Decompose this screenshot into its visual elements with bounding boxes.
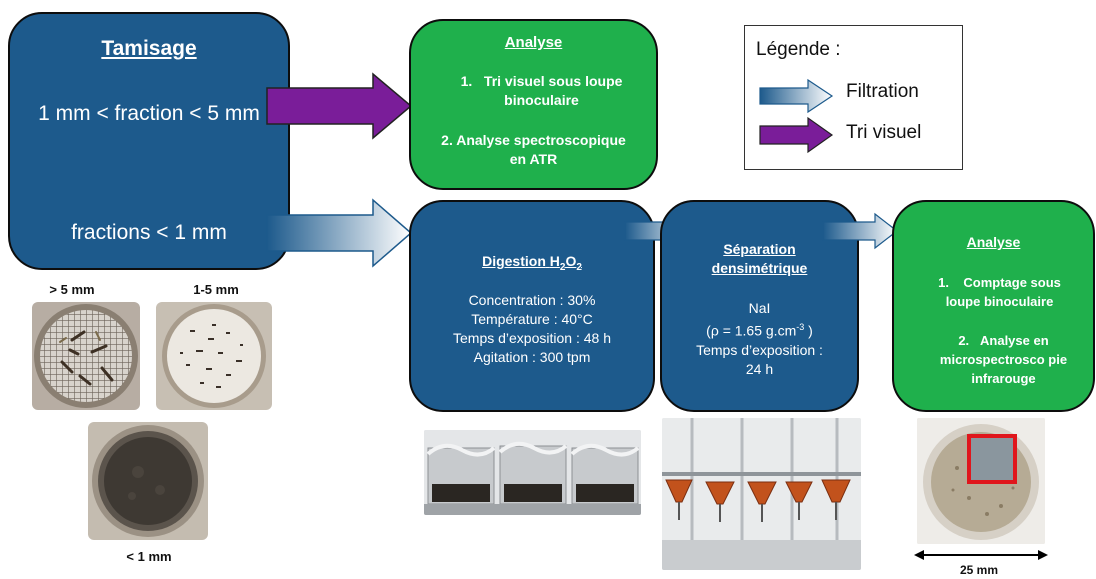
digestion-agitation: Agitation : 300 tpm <box>473 349 591 365</box>
tri-visuel-arrow <box>266 72 413 140</box>
scale-bar <box>914 550 1048 560</box>
digestion-concentration: Concentration : 30% <box>468 292 596 308</box>
filtration-arrow-1 <box>266 198 413 268</box>
analyse-ir-item-1: 1. Comptage sous loupe binoculaire <box>938 275 1061 309</box>
photo-digestion-beakers <box>424 430 641 515</box>
separation-density: (ρ = 1.65 g.cm-3 ) <box>706 322 813 339</box>
photo-separation-funnels <box>662 418 861 570</box>
legend-filtration-label: Filtration <box>846 81 919 102</box>
analyse-atr-item-1: 1. Tri visuel sous loupe binoculaire <box>460 73 623 108</box>
digestion-params: Concentration : 30% Température : 40°C T… <box>411 291 653 367</box>
label-lt-1mm: < 1 mm <box>126 549 172 564</box>
separation-exposure-value: 24 h <box>745 360 774 377</box>
tamisage-title: Tamisage <box>101 37 197 60</box>
label-gt-5mm: > 5 mm <box>49 282 95 297</box>
separation-exposure-label: Temps d’exposition : <box>696 341 823 358</box>
legend-tri-arrow <box>759 116 834 154</box>
analyse-ir-item-2: 2. Analyse en microspectrosco pie infrar… <box>939 333 1068 386</box>
analyse-ir-title: Analyse <box>966 234 1021 250</box>
filtration-arrow-3 <box>822 212 898 250</box>
separation-title: Séparation densimétrique <box>711 241 808 276</box>
analyse-atr-item-2: 2. Analyse spectroscopique en ATR <box>441 132 626 167</box>
legend-tri-label: Tri visuel <box>846 122 922 143</box>
legend-title: Légende : <box>756 39 841 60</box>
separation-params: NaI (ρ = 1.65 g.cm-3 ) Temps d’expositio… <box>662 299 857 379</box>
tamisage-box: Tamisage 1 mm < fraction < 5 mm fraction… <box>8 12 290 270</box>
label-1-5mm: 1-5 mm <box>193 282 239 297</box>
separation-nai: NaI <box>748 300 771 316</box>
fraction-top-label: 1 mm < fraction < 5 mm <box>38 102 260 125</box>
photo-sieve-lt1mm <box>88 422 208 540</box>
analyse-atr-title: Analyse <box>504 34 563 51</box>
fraction-bottom-label: fractions < 1 mm <box>71 221 227 244</box>
analyse-atr-box: Analyse 1. Tri visuel sous loupe binocul… <box>409 19 658 190</box>
separation-box: Séparation densimétrique NaI (ρ = 1.65 g… <box>660 200 859 412</box>
photo-sieve-gt5mm <box>32 302 140 410</box>
digestion-title: Digestion H2O2 <box>482 253 582 273</box>
legend-box: Légende : Filtration Tri visuel <box>744 25 963 170</box>
photo-filter-sample <box>917 418 1045 544</box>
legend-filtration-arrow <box>759 78 834 114</box>
digestion-exposure: Temps d’exposition : 48 h <box>453 330 611 346</box>
photo-sieve-1-5mm <box>156 302 272 410</box>
analyse-ir-box: Analyse 1. Comptage sous loupe binoculai… <box>892 200 1095 412</box>
scale-label: 25 mm <box>959 563 999 577</box>
digestion-box: Digestion H2O2 Concentration : 30% Tempé… <box>409 200 655 412</box>
digestion-temperature: Température : 40°C <box>471 311 593 327</box>
